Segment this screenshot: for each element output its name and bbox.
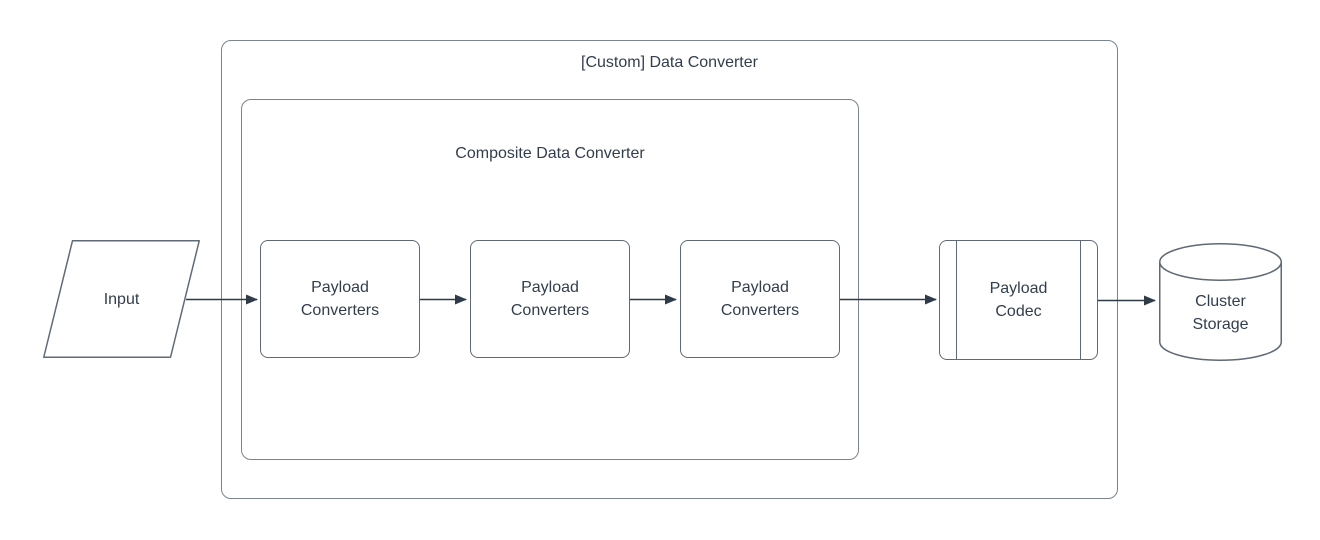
- input-label: Input: [103, 290, 140, 308]
- payload-converters-label-1: Payload Converters: [300, 279, 380, 319]
- payload-converters-node-3: Payload Converters: [680, 240, 840, 358]
- cluster-storage-label: Cluster Storage: [1192, 293, 1249, 333]
- codec-right-bar: [1080, 241, 1081, 359]
- parallelogram-shape: [43, 240, 200, 358]
- payload-converters-node-2: Payload Converters: [470, 240, 630, 358]
- composite-data-converter-label: Composite Data Converter: [455, 145, 645, 162]
- payload-codec-node: Payload Codec: [939, 240, 1098, 360]
- input-node: Input: [43, 240, 200, 358]
- payload-converters-label-2: Payload Converters: [510, 279, 590, 319]
- custom-data-converter-label: [Custom] Data Converter: [581, 54, 758, 71]
- cylinder-shape: [1159, 243, 1282, 361]
- composite-data-converter-group: Composite Data Converter: [241, 99, 859, 460]
- codec-left-bar: [956, 241, 957, 359]
- payload-codec-label: Payload Codec: [989, 280, 1048, 320]
- payload-converters-label-3: Payload Converters: [720, 279, 800, 319]
- payload-converters-node-1: Payload Converters: [260, 240, 420, 358]
- cluster-storage-node: Cluster Storage: [1159, 243, 1282, 361]
- custom-data-converter-group: [Custom] Data Converter Composite Data C…: [221, 40, 1118, 499]
